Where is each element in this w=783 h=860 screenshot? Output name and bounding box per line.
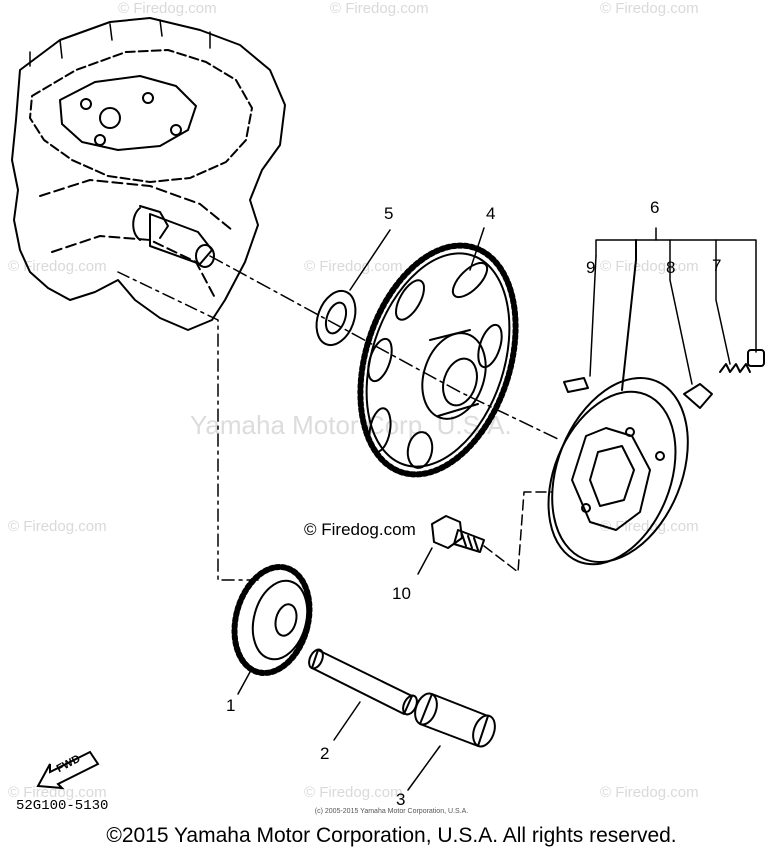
callout-2: 2	[320, 744, 330, 763]
watermark: © Firedog.com	[600, 518, 699, 535]
shaft-part2	[308, 648, 418, 741]
callout-10: 10	[392, 584, 411, 603]
callout-8: 8	[666, 258, 676, 277]
callout-7: 7	[712, 256, 722, 275]
leader-line	[117, 271, 259, 581]
watermark: © Firedog.com	[118, 0, 217, 17]
brand-watermark: Yamaha Motor Corp. U.S.A.	[190, 410, 512, 440]
starter-gear-part4	[357, 242, 519, 478]
callout-5: 5	[384, 204, 394, 223]
roller-part9	[563, 377, 589, 393]
callout-4: 4	[486, 204, 496, 223]
parts-exploded-diagram	[11, 17, 765, 791]
watermark: © Firedog.com	[600, 0, 699, 17]
clutch-assembly-part6	[547, 377, 689, 566]
watermark: © Firedog.com	[8, 784, 107, 801]
forward-arrow-icon: FWD	[36, 746, 100, 795]
callout-3: 3	[396, 790, 406, 809]
watermark: © Firedog.com	[600, 784, 699, 801]
watermark: © Firedog.com	[330, 0, 429, 17]
watermark: © Firedog.com	[8, 518, 107, 535]
callout-1: 1	[226, 696, 236, 715]
bolt-part10	[417, 491, 553, 575]
centerline	[209, 255, 561, 441]
callout-9: 9	[586, 258, 596, 277]
callout-6: 6	[650, 198, 660, 217]
bushing-part3	[407, 692, 496, 791]
center-watermark: © Firedog.com	[304, 520, 416, 539]
watermark: © Firedog.com	[304, 784, 403, 801]
watermark: © Firedog.com	[8, 258, 107, 275]
diagram-code: 52G100-5130	[16, 798, 109, 814]
plunger-part8	[683, 383, 713, 409]
engine-case	[11, 17, 286, 331]
washer-part5	[315, 289, 357, 347]
watermark: © Firedog.com	[304, 258, 403, 275]
copyright-small: (c) 2005-2015 Yamaha Motor Corporation, …	[314, 808, 469, 815]
watermark: © Firedog.com	[600, 258, 699, 275]
spring-part7	[719, 349, 765, 373]
copyright-notice: ©2015 Yamaha Motor Corporation, U.S.A. A…	[106, 824, 677, 847]
idler-gear-part1	[231, 564, 313, 695]
